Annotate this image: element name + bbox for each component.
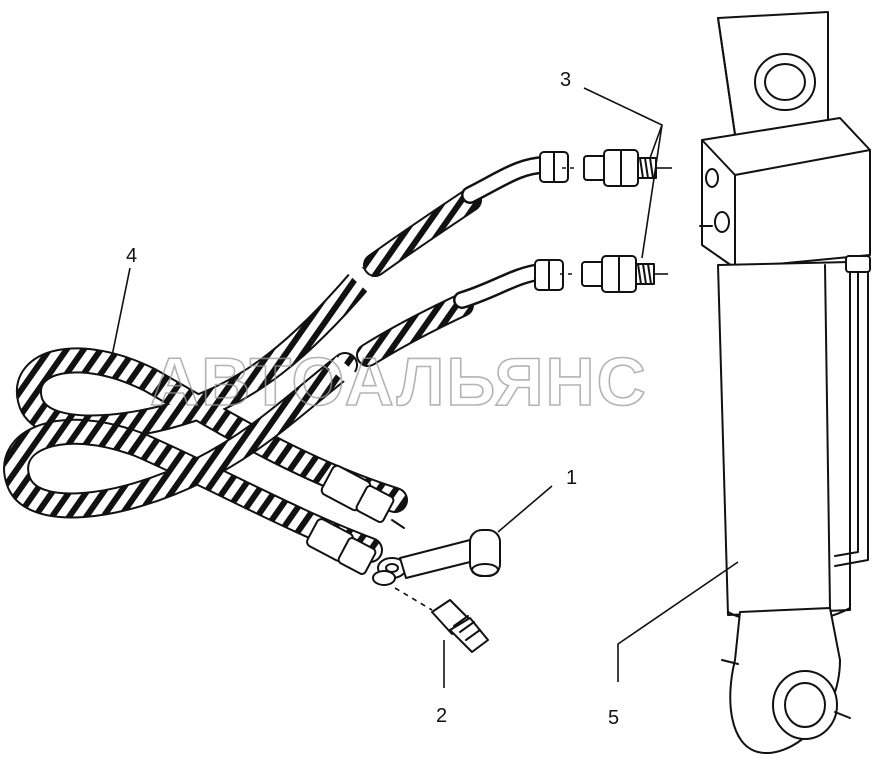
upper-hose-braid: [17, 269, 406, 511]
dash-banjo-axis: [394, 587, 433, 611]
leader-5: [617, 561, 739, 682]
lower-hose-segment-braid: [358, 295, 472, 365]
hose-assembly: [3, 151, 569, 575]
lower-hose-braid: [5, 354, 381, 561]
hose-end-fitting-upper: [320, 464, 405, 529]
upper-hose-segment-braid: [365, 190, 480, 275]
upper-elbow-pipe-fill: [463, 158, 552, 202]
lower-elbow-pipe-fill: [455, 265, 547, 307]
hose-end-fitting-lower: [306, 518, 377, 575]
straight-adapter-lower: [581, 255, 655, 293]
hose-break-mark-lower: [327, 356, 361, 388]
bleed-screw: [431, 599, 489, 653]
leader-1: [497, 485, 553, 533]
hydraulic-cylinder: [699, 11, 871, 755]
leader-4: [111, 267, 131, 357]
straight-adapter-upper: [583, 149, 657, 187]
callout-4: 4: [126, 245, 137, 267]
banjo-fitting: [377, 529, 501, 579]
hose-break-mark-upper: [347, 262, 383, 298]
callout-5: 5: [608, 707, 619, 729]
callout-3: 3: [560, 69, 571, 91]
watermark-text: АВТОАЛЬЯНС: [150, 344, 648, 420]
leader-3: [583, 87, 664, 259]
callout-1: 1: [566, 467, 577, 489]
callout-2: 2: [436, 705, 447, 727]
sealing-washer: [372, 570, 396, 586]
